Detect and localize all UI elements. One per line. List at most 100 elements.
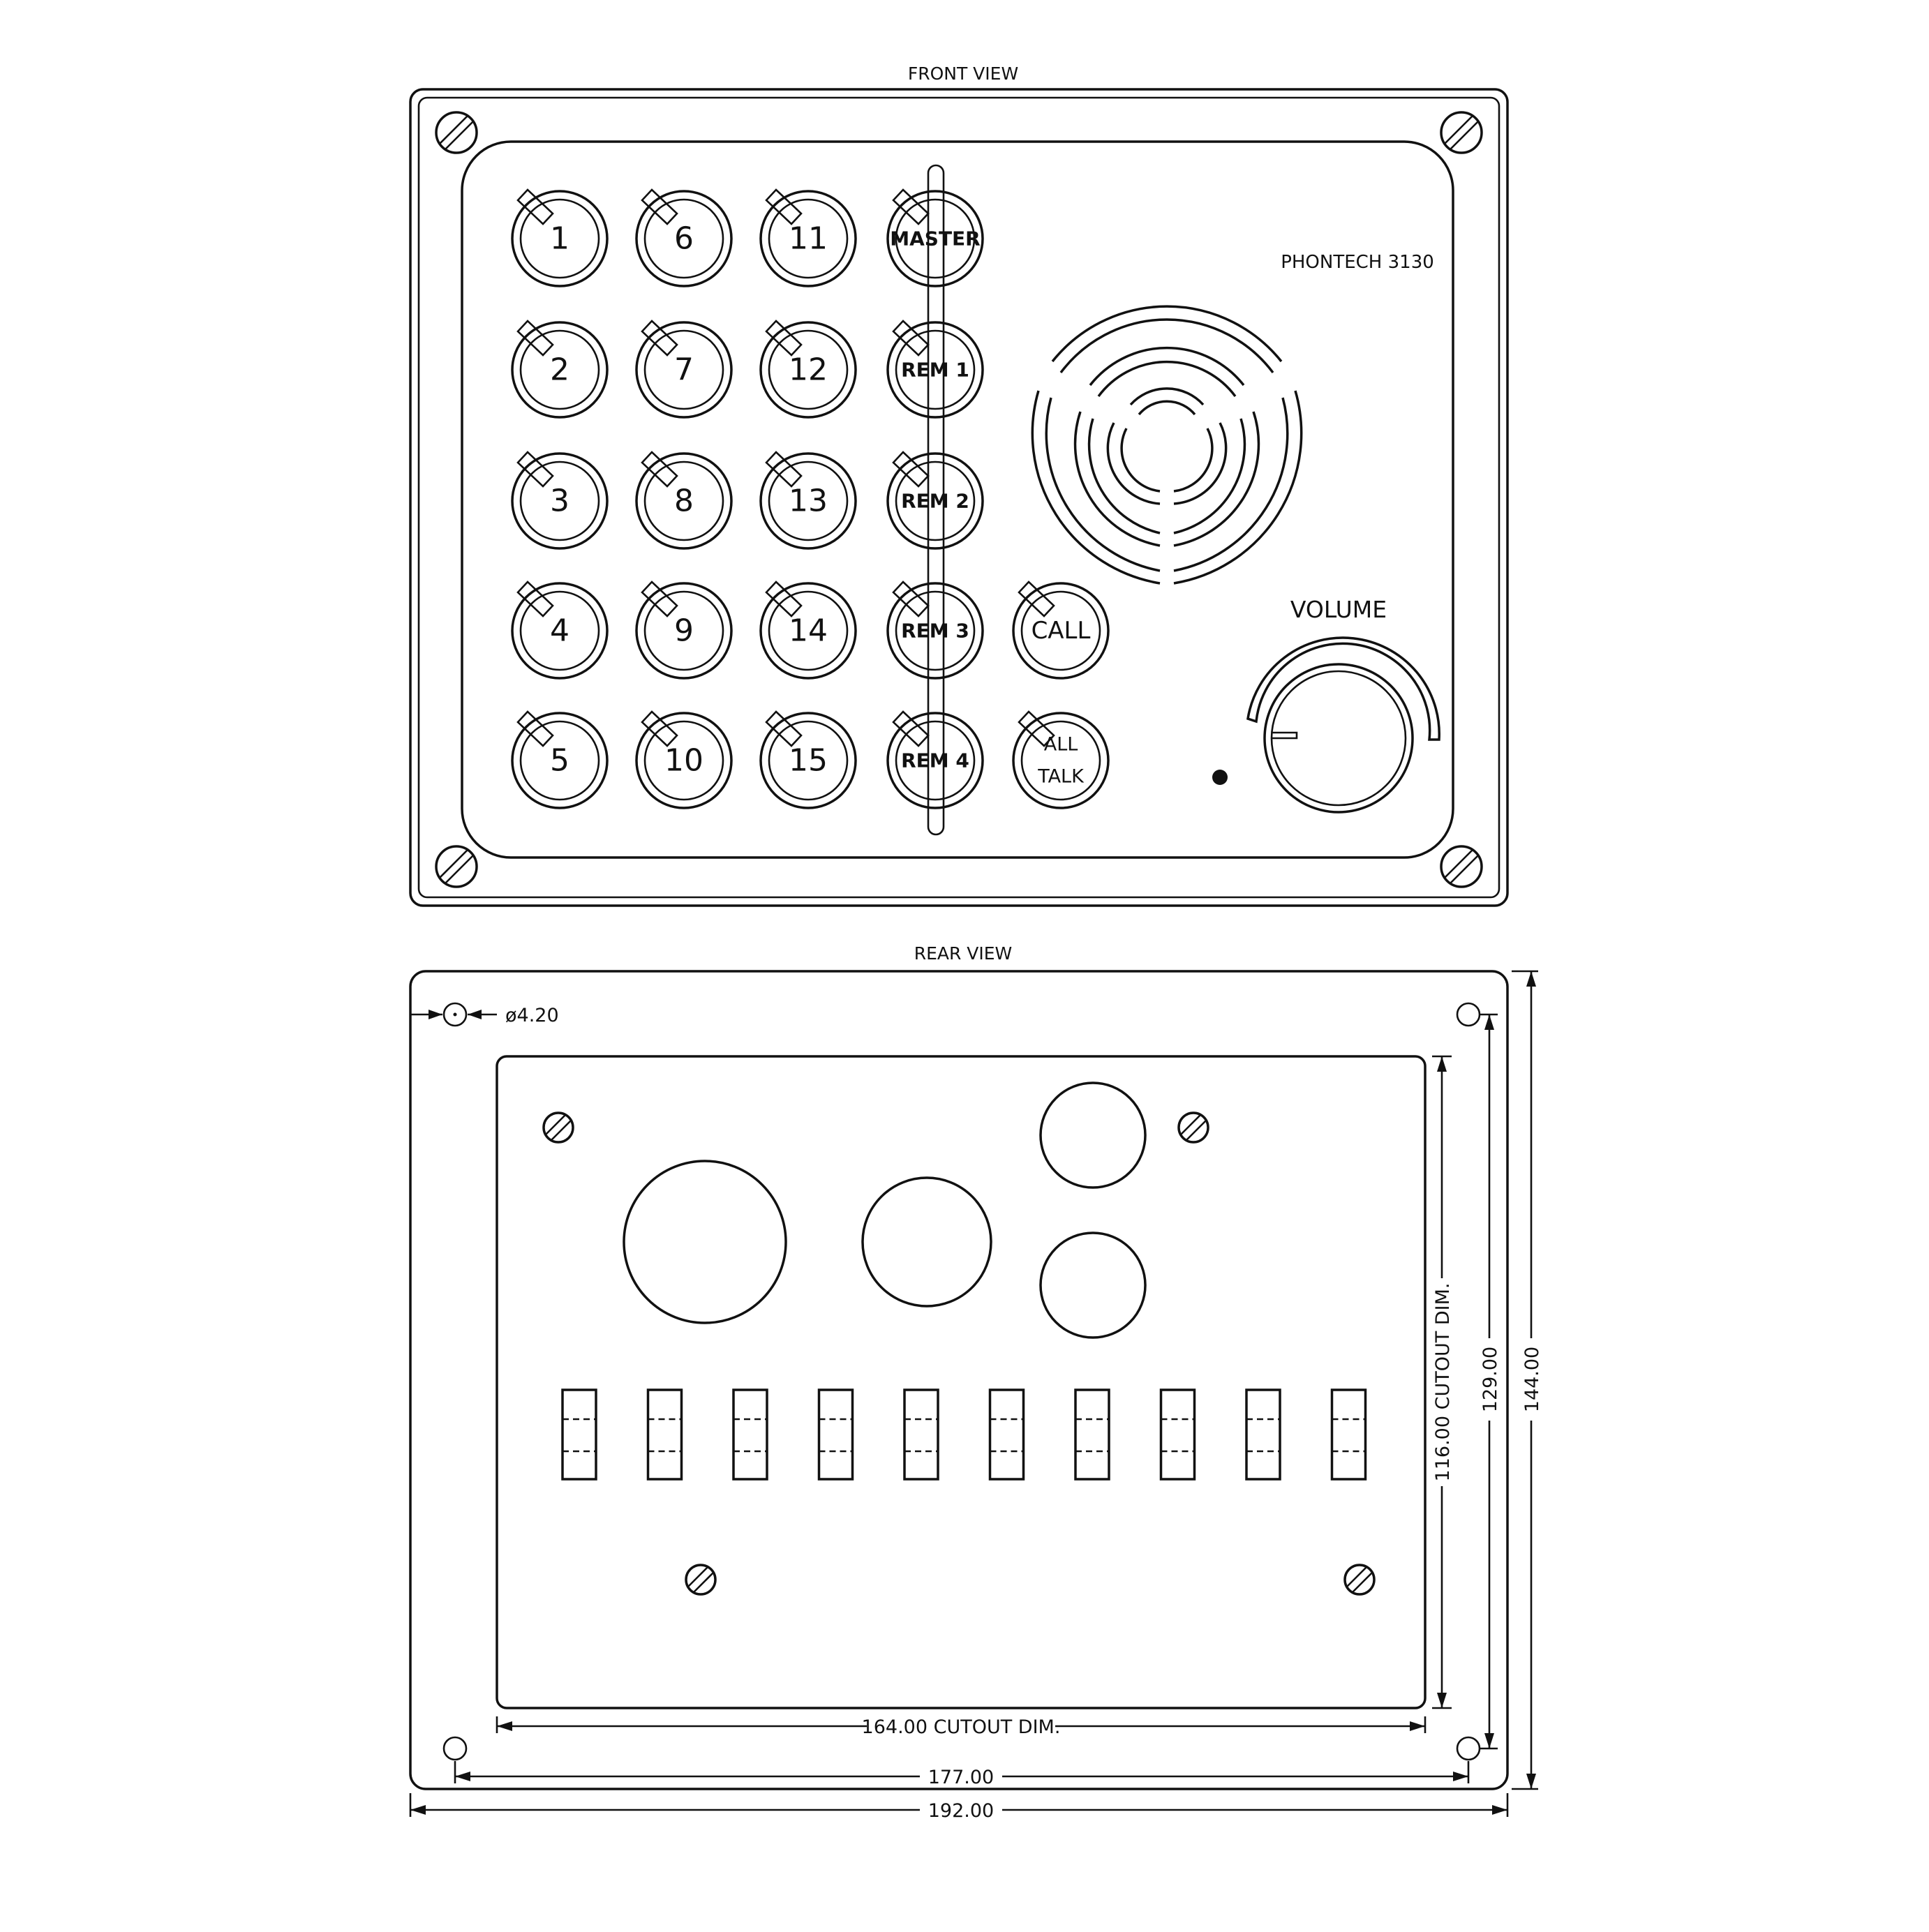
hole-diameter-label: ø4.20 <box>505 1005 559 1026</box>
screw-head <box>435 111 478 154</box>
dimension-cutout-width: 164.00 CUTOUT DIM. <box>496 1716 1427 1738</box>
screw-head <box>1177 1111 1209 1144</box>
screw-slot-edge <box>1184 1118 1208 1142</box>
button-cap <box>768 720 849 801</box>
button-ring <box>886 582 984 680</box>
station-button-7[interactable]: 7 <box>635 320 733 419</box>
screw-slot-edge <box>444 854 475 885</box>
station-button-2[interactable]: 2 <box>511 320 609 419</box>
button-tab <box>892 320 930 357</box>
button-cap <box>519 590 600 671</box>
status-led <box>1212 770 1228 785</box>
rem-2-button[interactable]: REM 2 <box>886 451 984 550</box>
button-tab <box>516 188 554 225</box>
dimension-arrow <box>1484 1733 1494 1748</box>
screw-slot-edge <box>438 114 469 145</box>
grille-slot-ring-3-left-inner <box>1120 428 1161 493</box>
button-ring <box>1012 582 1110 680</box>
station-button-12[interactable]: 12 <box>759 320 857 419</box>
speaker-grille <box>1031 305 1303 585</box>
station-button-11[interactable]: 11 <box>759 188 857 287</box>
screw-icon <box>1343 1564 1376 1596</box>
station-button-13[interactable]: 13 <box>759 451 857 550</box>
grille-slot-ring-2-right-inner <box>1173 418 1246 534</box>
button-tab <box>516 710 554 747</box>
connector-body <box>1074 1388 1110 1481</box>
rear-cutout-outline <box>496 1055 1427 1709</box>
screw-slot-edge <box>438 848 469 879</box>
button-tab <box>516 451 554 488</box>
terminal-connector <box>646 1388 683 1481</box>
dimension-cutout-height: 116.00 CUTOUT DIM. <box>1432 1055 1454 1709</box>
screw-head <box>1440 845 1483 888</box>
mounting-hole <box>442 1002 468 1027</box>
cable-hole-upper <box>1039 1081 1147 1189</box>
hole-center-mark <box>453 1012 457 1017</box>
button-ring <box>511 190 609 287</box>
screw-slot-edge <box>1350 1571 1374 1594</box>
dimension-arrow <box>1526 1774 1536 1789</box>
volume-label: VOLUME <box>1290 596 1387 623</box>
connector-body <box>1245 1388 1281 1481</box>
button-label: MASTER <box>890 227 981 250</box>
dimension-arrow <box>1437 1693 1447 1708</box>
screw-slot-edge <box>686 1565 710 1589</box>
terminal-connector <box>988 1388 1025 1481</box>
button-tab <box>1018 710 1055 747</box>
station-button-3[interactable]: 3 <box>511 451 609 550</box>
screw-head <box>1440 111 1483 154</box>
grille-slot-ring-3-top-inner <box>1138 400 1196 416</box>
rem-3-button[interactable]: REM 3 <box>886 581 984 680</box>
overall-width-label: 192.00 <box>928 1800 994 1822</box>
button-cap <box>768 460 849 541</box>
station-button-5[interactable]: 5 <box>511 710 609 809</box>
all-talk-button[interactable]: ALL TALK <box>1012 710 1110 809</box>
button-cap <box>768 329 849 410</box>
dimension-arrow <box>1526 971 1536 987</box>
screw-slot-edge <box>1443 848 1474 879</box>
station-button-10[interactable]: 10 <box>635 710 733 809</box>
dimension-arrow <box>1437 1056 1447 1072</box>
mounting-holes <box>442 1002 1481 1761</box>
button-label: 6 <box>674 221 694 257</box>
station-button-6[interactable]: 6 <box>635 188 733 287</box>
station-button-9[interactable]: 9 <box>635 581 733 680</box>
rem-4-button[interactable]: REM 4 <box>886 710 984 809</box>
front-view-title: FRONT VIEW <box>908 63 1018 84</box>
button-cap <box>895 329 976 410</box>
rem-1-button[interactable]: REM 1 <box>886 320 984 419</box>
button-tab <box>641 581 678 617</box>
button-ring <box>886 712 984 809</box>
station-button-4[interactable]: 4 <box>511 581 609 680</box>
call-button[interactable]: CALL <box>1012 581 1110 680</box>
button-label: 4 <box>550 613 569 649</box>
button-ring <box>759 321 857 419</box>
front-faceplate <box>461 140 1454 859</box>
button-label: CALL <box>1031 617 1091 645</box>
station-button-14[interactable]: 14 <box>759 581 857 680</box>
master-button[interactable]: MASTER <box>886 188 984 287</box>
button-tab <box>765 581 803 617</box>
button-ring <box>511 582 609 680</box>
volume-knob[interactable] <box>1246 636 1440 814</box>
button-cap <box>895 590 976 671</box>
cable-hole-medium <box>861 1176 992 1308</box>
grille-slot-ring-2-top <box>1089 346 1245 387</box>
terminal-connector <box>732 1388 768 1481</box>
button-label: 5 <box>550 743 569 779</box>
button-label-line-1: ALL <box>1044 734 1078 756</box>
grille-slot-outer-right-inner <box>1173 397 1289 572</box>
button-label: REM 1 <box>901 359 969 382</box>
screw-head <box>435 845 478 888</box>
screw-icon <box>435 845 478 888</box>
cutout-height-label: 116.00 CUTOUT DIM. <box>1432 1283 1454 1482</box>
button-cap <box>895 198 976 279</box>
button-tab <box>641 451 678 488</box>
station-button-15[interactable]: 15 <box>759 710 857 809</box>
station-button-8[interactable]: 8 <box>635 451 733 550</box>
dimension-arrow <box>497 1721 512 1731</box>
station-button-1[interactable]: 1 <box>511 188 609 287</box>
button-tab <box>641 710 678 747</box>
button-tab <box>892 188 930 225</box>
